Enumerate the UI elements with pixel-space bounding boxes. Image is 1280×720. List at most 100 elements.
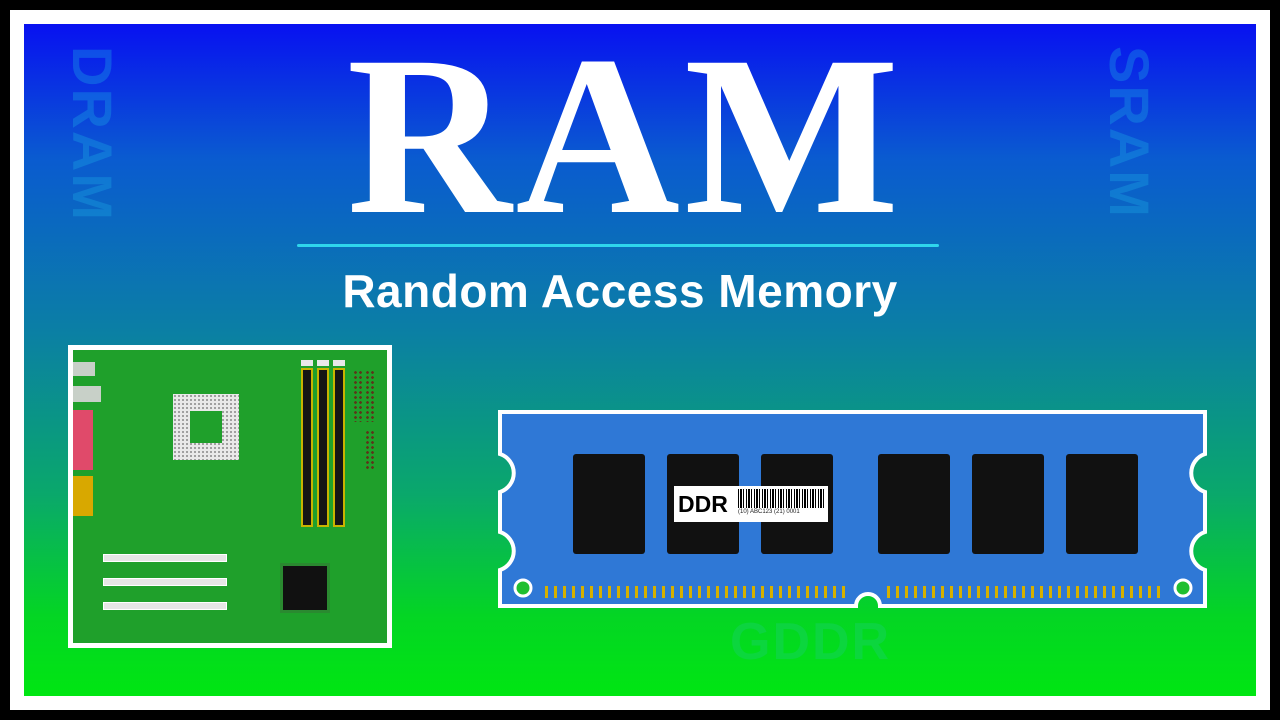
gold-contact-pin <box>977 586 980 598</box>
ddr-label: DDR <box>678 491 728 517</box>
header-pins-2 <box>365 370 375 422</box>
dimm-slot-cap-2 <box>317 360 329 366</box>
gold-contact-pin <box>599 586 602 598</box>
gold-contact-pin <box>923 586 926 598</box>
gold-contact-pin <box>1103 586 1106 598</box>
gold-contact-pin <box>608 586 611 598</box>
barcode-icon <box>738 489 826 508</box>
header-pins-1 <box>353 370 363 422</box>
gold-contact-pin <box>581 586 584 598</box>
gold-contact-pin <box>635 586 638 598</box>
dimm-slot-cap-1 <box>301 360 313 366</box>
io-port-parallel <box>73 476 93 516</box>
cpu-socket-center <box>190 411 222 443</box>
gold-contact-pin <box>725 586 728 598</box>
main-title: RAM <box>346 10 904 262</box>
io-port-usb <box>73 362 95 376</box>
title-underline <box>297 244 939 247</box>
memory-chip-1 <box>573 454 645 554</box>
gold-contact-pin <box>932 586 935 598</box>
gold-contact-pin <box>1121 586 1124 598</box>
gold-contact-pin <box>824 586 827 598</box>
gold-contact-pin <box>896 586 899 598</box>
gold-contact-pin <box>815 586 818 598</box>
gold-contact-pin <box>644 586 647 598</box>
gold-contact-pin <box>1022 586 1025 598</box>
memory-chip-6 <box>1066 454 1138 554</box>
gold-contact-pin <box>986 586 989 598</box>
gold-contact-pin <box>842 586 845 598</box>
gold-contact-pin <box>1076 586 1079 598</box>
gold-contact-pin <box>1085 586 1088 598</box>
sram-watermark: SRAM <box>1098 46 1161 219</box>
gold-contact-pin <box>833 586 836 598</box>
gold-contact-pin <box>653 586 656 598</box>
gold-contact-pin <box>1157 586 1160 598</box>
pci-slot-2 <box>103 578 227 586</box>
gold-contact-pin <box>887 586 890 598</box>
gold-contact-pin <box>1112 586 1115 598</box>
gold-contact-pin <box>545 586 548 598</box>
gold-contact-pin <box>1067 586 1070 598</box>
gold-contact-pin <box>1148 586 1151 598</box>
gold-contact-pin <box>914 586 917 598</box>
ram-label-sticker: DDR (10) ABC123 (21) 0001 <box>674 486 828 522</box>
io-port-ps2 <box>73 386 101 402</box>
ram-mount-hole-left <box>513 578 533 598</box>
gold-contact-pin <box>671 586 674 598</box>
gold-contact-pin <box>1004 586 1007 598</box>
dimm-slot-1 <box>301 368 313 527</box>
motherboard-pcb <box>73 350 387 643</box>
barcode-number: (10) ABC123 (21) 0001 <box>738 509 800 515</box>
subtitle: Random Access Memory <box>342 265 898 317</box>
gold-contact-pin <box>734 586 737 598</box>
gold-contact-pin <box>995 586 998 598</box>
dimm-slot-2 <box>317 368 329 527</box>
header-pins-3 <box>365 430 375 470</box>
gold-contact-pin <box>959 586 962 598</box>
gold-contact-pin <box>563 586 566 598</box>
io-port-serial <box>73 410 93 470</box>
ram-gold-contacts <box>545 586 1160 598</box>
gold-contact-pin <box>752 586 755 598</box>
memory-chip-4 <box>878 454 950 554</box>
gold-contact-pin <box>572 586 575 598</box>
dimm-slot-3 <box>333 368 345 527</box>
motherboard-illustration <box>68 345 392 648</box>
dram-watermark: DRAM <box>61 46 124 222</box>
dimm-slot-cap-3 <box>333 360 345 366</box>
gold-contact-pin <box>662 586 665 598</box>
gold-contact-pin <box>689 586 692 598</box>
gold-contact-pin <box>770 586 773 598</box>
gold-contact-pin <box>1049 586 1052 598</box>
cpu-socket <box>173 394 239 460</box>
gold-contact-pin <box>698 586 701 598</box>
gold-contact-pin <box>554 586 557 598</box>
gold-contact-pin <box>797 586 800 598</box>
gold-contact-pin <box>968 586 971 598</box>
gold-contact-pin <box>779 586 782 598</box>
chipset <box>280 563 330 613</box>
gold-contact-pin <box>1031 586 1034 598</box>
gold-contact-pin <box>1130 586 1133 598</box>
pci-slot-3 <box>103 602 227 610</box>
gold-contact-pin <box>950 586 953 598</box>
gold-contact-pin <box>1040 586 1043 598</box>
gold-contact-pin <box>1013 586 1016 598</box>
gddr-watermark: GDDR <box>730 613 892 671</box>
gold-contact-pin <box>743 586 746 598</box>
gold-contact-pin <box>761 586 764 598</box>
gold-contact-pin <box>716 586 719 598</box>
pci-slot-1 <box>103 554 227 562</box>
gold-contact-pin <box>1094 586 1097 598</box>
gold-contact-pin <box>707 586 710 598</box>
gold-contact-pin <box>626 586 629 598</box>
gold-contact-pin <box>1058 586 1061 598</box>
memory-chip-5 <box>972 454 1044 554</box>
gold-contact-pin <box>905 586 908 598</box>
gold-contact-pin <box>1139 586 1142 598</box>
gold-contact-pin <box>806 586 809 598</box>
gold-contact-pin <box>590 586 593 598</box>
ram-mount-hole-right <box>1173 578 1193 598</box>
gold-contact-pin <box>617 586 620 598</box>
